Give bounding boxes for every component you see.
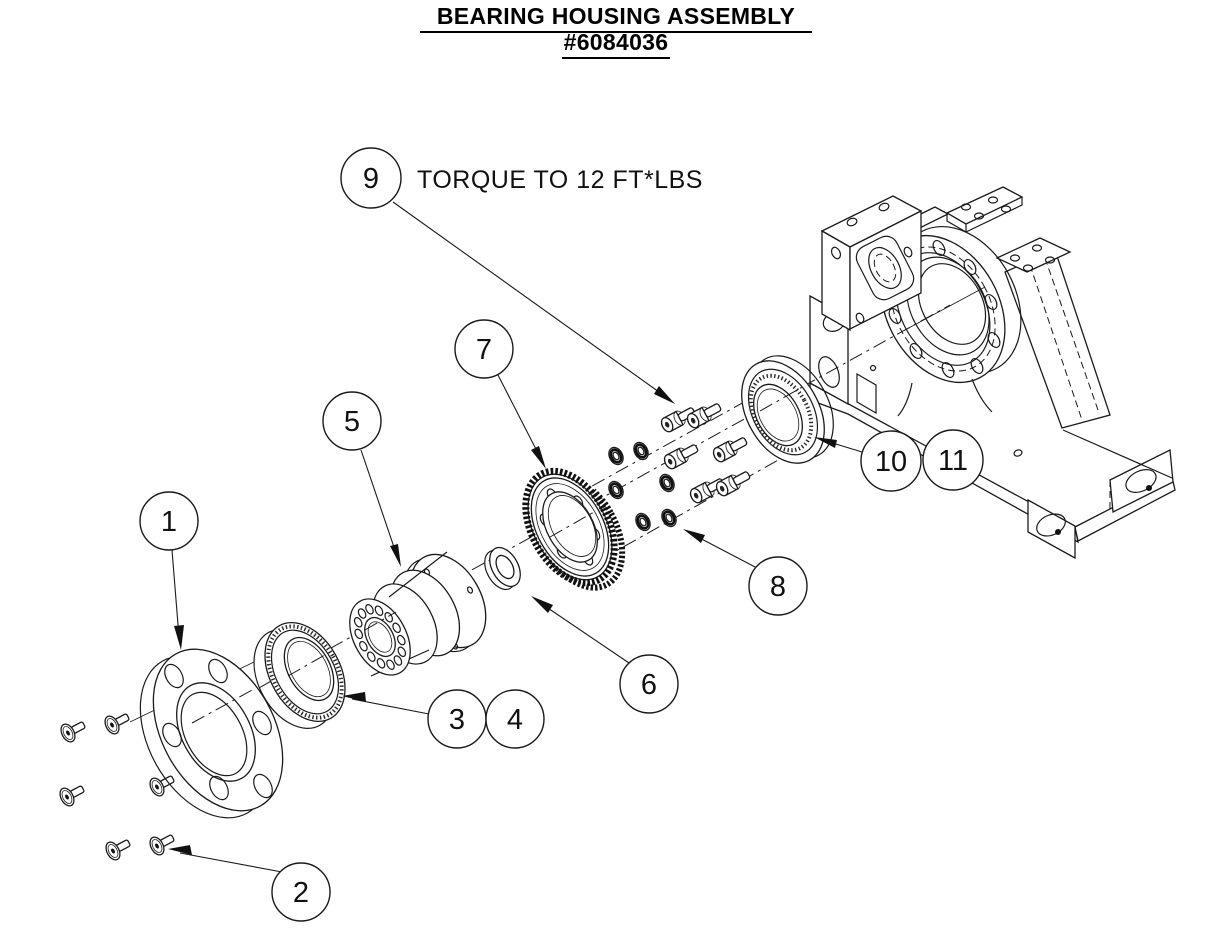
centerline-through-flange xyxy=(192,689,254,723)
socket-head-screws xyxy=(659,400,752,505)
balloon-4-number: 4 xyxy=(507,704,523,736)
balloon-5: 5 xyxy=(323,392,381,450)
part-number: #6084036 xyxy=(564,29,669,55)
leader-9 xyxy=(393,202,675,404)
balloon-1: 1 xyxy=(140,492,198,550)
leader-6 xyxy=(531,596,629,663)
drawing-title-block: BEARING HOUSING ASSEMBLY #6084036 xyxy=(420,3,812,58)
hub-cylinder xyxy=(337,541,501,685)
leader-3-4 xyxy=(342,692,429,714)
leader-lines xyxy=(168,202,862,872)
balloon-10: 10 xyxy=(861,431,921,491)
lock-washers xyxy=(606,440,679,533)
mounting-flange xyxy=(114,627,309,840)
centerline-through-hub xyxy=(365,612,396,630)
leader-7 xyxy=(498,375,546,469)
balloon-9: 9 xyxy=(341,148,401,208)
leader-8 xyxy=(683,529,757,568)
centerline-through-gear xyxy=(550,512,594,537)
balloon-11: 11 xyxy=(923,430,983,490)
tapered-bearing-cup xyxy=(725,341,850,477)
balloon-4: 4 xyxy=(486,690,544,748)
balloon-7-number: 7 xyxy=(476,334,492,366)
flange-bolt-holes xyxy=(159,656,276,803)
drawing-title: BEARING HOUSING ASSEMBLY xyxy=(437,3,795,29)
balloon-callouts: 1 2 3 4 5 6 7 8 9 10 11 xyxy=(140,148,983,921)
balloon-1-number: 1 xyxy=(161,506,177,538)
balloon-3: 3 xyxy=(428,690,486,748)
ring-gear xyxy=(508,456,641,603)
balloon-2: 2 xyxy=(272,863,330,921)
centerline-through-bearing xyxy=(288,652,330,676)
balloon-11-number: 11 xyxy=(938,445,968,477)
hub-hole-ring xyxy=(353,603,407,670)
centerlines xyxy=(165,305,950,740)
balloon-6: 6 xyxy=(620,655,678,713)
centerline-through-cup xyxy=(760,385,806,411)
balloon-8: 8 xyxy=(749,557,807,615)
bearing-housing-body xyxy=(810,187,1175,558)
leader-5 xyxy=(361,450,401,567)
lower-bolt-axis-centerline xyxy=(600,445,805,560)
balloon-7: 7 xyxy=(455,320,513,378)
upper-bolt-axis-centerline xyxy=(545,385,775,512)
balloon-2-number: 2 xyxy=(293,877,309,909)
balloon-3-number: 3 xyxy=(449,704,465,736)
leader-2 xyxy=(168,845,282,872)
leader-1 xyxy=(172,550,184,650)
balloon-5-number: 5 xyxy=(344,406,360,438)
balloon-9-number: 9 xyxy=(363,163,379,195)
balloon-6-number: 6 xyxy=(641,669,657,701)
seal-washer xyxy=(478,542,526,594)
flat-head-screws xyxy=(57,708,177,862)
torque-note: TORQUE TO 12 FT*LBS xyxy=(417,166,703,194)
balloon-8-number: 8 xyxy=(770,571,786,603)
needle-bearing xyxy=(238,609,362,743)
leader-10-11 xyxy=(814,437,862,452)
balloon-10-number: 10 xyxy=(875,446,907,478)
